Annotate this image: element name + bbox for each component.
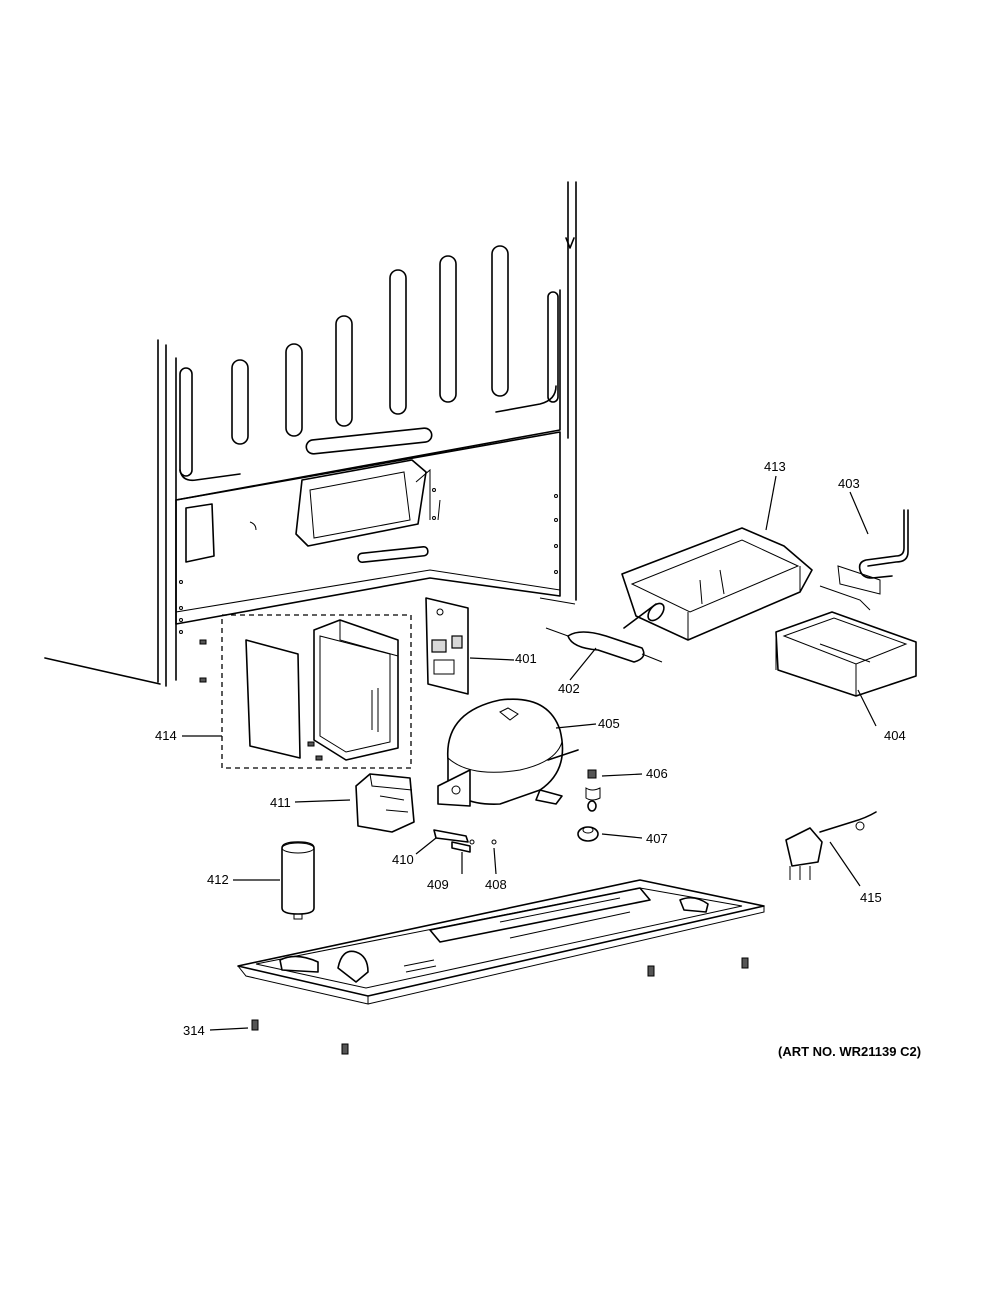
drain-pan: [775, 611, 917, 697]
callout-413: 413: [764, 459, 786, 474]
control-box-assembly: [199, 614, 412, 769]
machine-compartment-base: [237, 879, 765, 1005]
capacitor: [281, 841, 315, 920]
filter-drier: [545, 627, 663, 663]
callout-401: 401: [515, 651, 537, 666]
cabinet-back: [44, 181, 577, 687]
callout-314: 314: [183, 1023, 205, 1038]
callout-406: 406: [646, 766, 668, 781]
callout-411: 411: [270, 795, 291, 810]
relay-overload-parts: [355, 773, 497, 853]
callout-409: 409: [427, 877, 449, 892]
callout-403: 403: [838, 476, 860, 491]
base-screws: [251, 957, 749, 1055]
callout-leaders: [182, 475, 877, 1031]
callout-415: 415: [860, 890, 882, 905]
callout-412: 412: [207, 872, 229, 887]
callout-408: 408: [485, 877, 507, 892]
callout-402: 402: [558, 681, 580, 696]
art-number: (ART NO. WR21139 C2): [778, 1044, 922, 1059]
control-board: [425, 597, 469, 695]
condenser-loop-tube: [819, 509, 909, 611]
callout-407: 407: [646, 831, 668, 846]
callout-404: 404: [884, 728, 906, 743]
callout-410: 410: [392, 852, 414, 867]
defrost-drain-pan: [621, 527, 813, 641]
callout-405: 405: [598, 716, 620, 731]
compressor: [437, 698, 579, 807]
callout-414: 414: [155, 728, 177, 743]
compressor-mount-parts: [577, 769, 601, 842]
wire-harness: [785, 811, 877, 880]
